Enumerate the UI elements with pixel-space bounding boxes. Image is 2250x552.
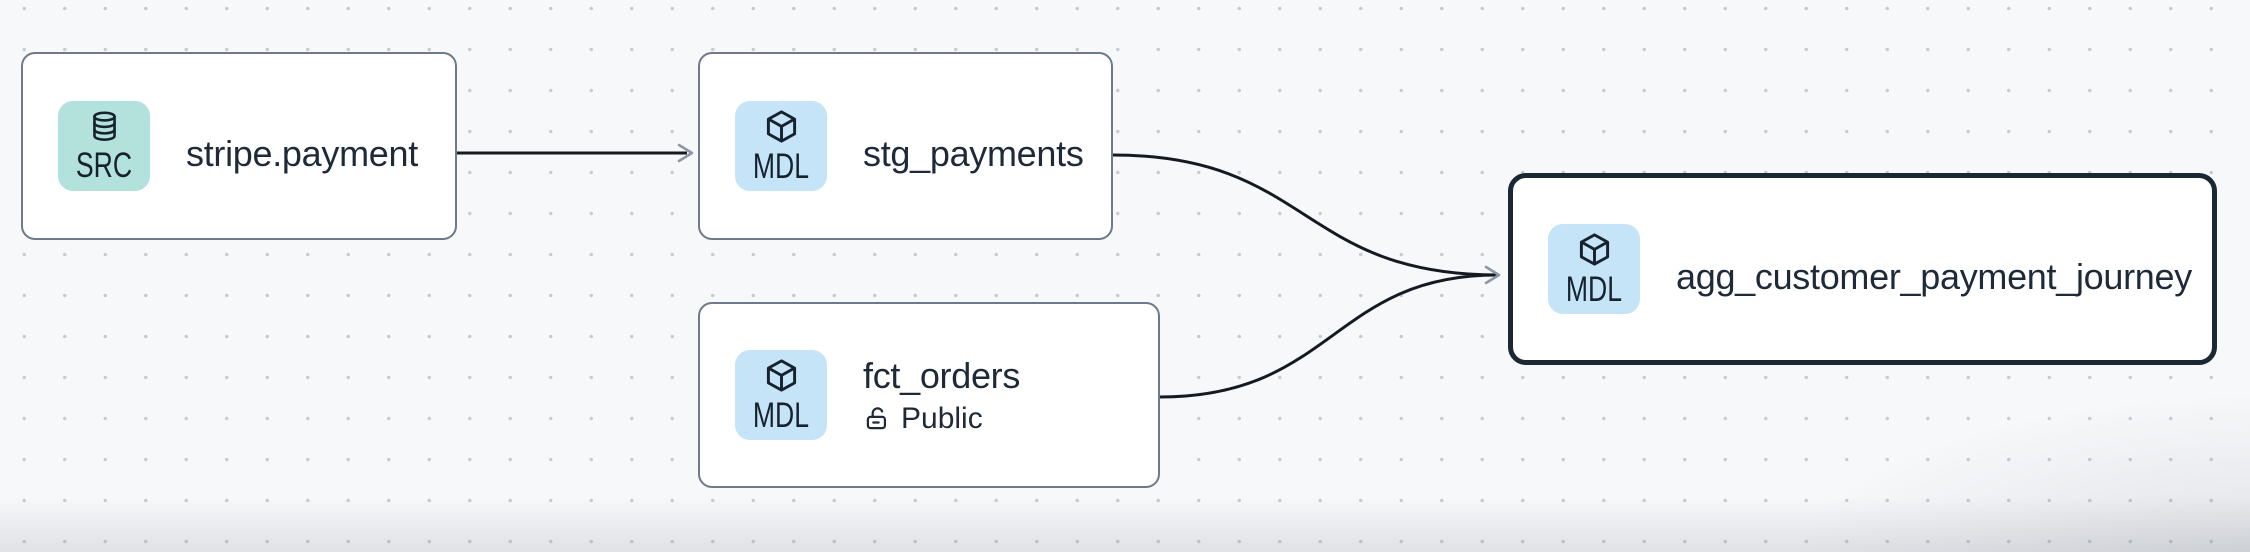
badge-label: MDL — [752, 396, 810, 435]
arrowhead-icon — [1484, 265, 1501, 285]
database-icon — [92, 111, 116, 142]
model-badge: MDL — [1548, 224, 1640, 314]
badge-label: SRC — [75, 146, 133, 185]
node-stg-payments[interactable]: MDL stg_payments — [698, 52, 1113, 240]
model-badge: MDL — [735, 101, 827, 191]
node-title: stg_payments — [863, 133, 1084, 174]
edge-fct-orders-to-agg-customer-payment-journey[interactable] — [1159, 273, 1498, 399]
badge-label: MDL — [752, 147, 810, 186]
node-title: stripe.payment — [186, 133, 418, 174]
unlock-icon — [866, 406, 887, 429]
edge-stg-payments-to-agg-customer-payment-journey[interactable] — [1112, 153, 1498, 277]
access-badge: Public — [863, 402, 1020, 436]
badge-label: MDL — [1565, 270, 1623, 309]
node-title: fct_orders — [863, 354, 1021, 396]
node-title: agg_customer_payment_journey — [1676, 256, 2192, 297]
arrowhead-icon — [677, 143, 694, 163]
cube-icon — [766, 110, 796, 143]
cube-icon — [766, 359, 796, 392]
cube-icon — [1579, 233, 1609, 266]
node-stripe-payment[interactable]: SRC stripe.payment — [21, 52, 457, 240]
node-agg-customer-payment-journey[interactable]: MDL agg_customer_payment_journey — [1508, 173, 2217, 365]
access-label: Public — [901, 401, 983, 435]
node-fct-orders[interactable]: MDL fct_orders Public — [698, 302, 1160, 488]
model-badge: MDL — [735, 350, 827, 440]
source-badge: SRC — [58, 101, 150, 191]
